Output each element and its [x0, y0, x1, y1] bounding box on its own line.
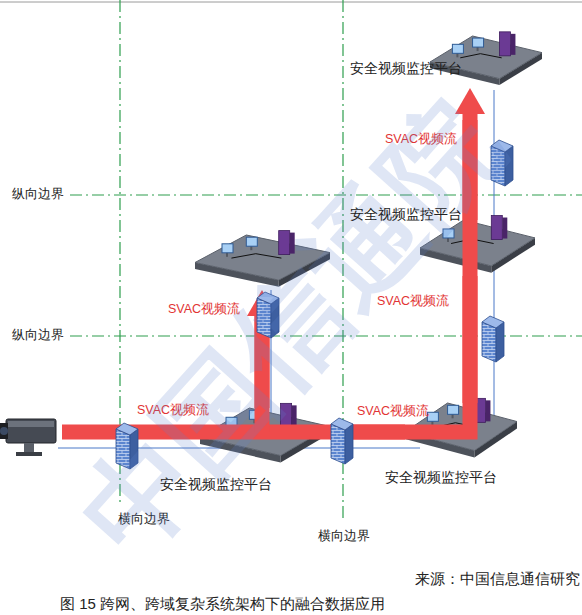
top-rule [0, 2, 582, 3]
tower-side [502, 218, 507, 239]
stream-label: SVAC视频流 [137, 403, 209, 417]
firewall [257, 292, 279, 338]
platform-label: 安全视频监控平台 [350, 206, 462, 222]
stream-label: SVAC视频流 [357, 404, 429, 418]
stream-band [62, 120, 470, 432]
tower-icon [491, 216, 502, 240]
boundary-label: 横向边界 [118, 512, 170, 527]
tower-icon [281, 403, 292, 427]
monitor-icon [473, 38, 484, 47]
platform-label: 安全视频监控平台 [385, 469, 497, 485]
tower-side [510, 34, 515, 55]
monitor-icon [222, 244, 233, 253]
monitor-icon [452, 44, 463, 53]
firewall [331, 418, 353, 464]
tower-side [292, 405, 297, 426]
firewall [482, 316, 504, 362]
watermark: 中国信通院 [56, 79, 526, 581]
boundary-line [70, 194, 582, 195]
source-note: 来源：中国信息通信研究 [415, 570, 580, 587]
tower-icon [279, 231, 290, 255]
boundary-label: 纵向边界 [12, 187, 64, 202]
firewall [116, 423, 138, 469]
platform-node [195, 235, 330, 290]
tower-side [485, 400, 490, 421]
stream-arrow [455, 88, 485, 220]
figure-caption: 图 15 跨网、跨域复杂系统架构下的融合数据应用 [60, 595, 385, 612]
boundary-label: 纵向边界 [12, 328, 64, 343]
stream-label: SVAC视频流 [168, 302, 240, 316]
boundary-label: 横向边界 [318, 529, 370, 544]
camera-icon [0, 419, 56, 456]
stream-label: SVAC视频流 [385, 132, 457, 146]
monitor-icon [448, 405, 459, 414]
platform-node: 安全视频监控平台 [430, 36, 542, 88]
platform-slab [195, 235, 330, 290]
tower-side [290, 233, 295, 254]
stream-band [463, 276, 478, 403]
firewall [491, 140, 513, 186]
network-line [460, 54, 501, 58]
monitor-icon [443, 229, 454, 238]
stream-label: SVAC视频流 [377, 294, 449, 308]
monitor-icon [246, 237, 257, 246]
tower-icon [499, 32, 510, 56]
arrow-head [455, 88, 485, 114]
slab-top [195, 235, 330, 280]
platform-label: 安全视频监控平台 [160, 476, 272, 492]
boundary-line [70, 335, 582, 336]
network-line [231, 254, 281, 258]
stream-arrow [470, 276, 471, 403]
stream-band [463, 112, 478, 220]
platform-label: 安全视频监控平台 [350, 60, 462, 76]
